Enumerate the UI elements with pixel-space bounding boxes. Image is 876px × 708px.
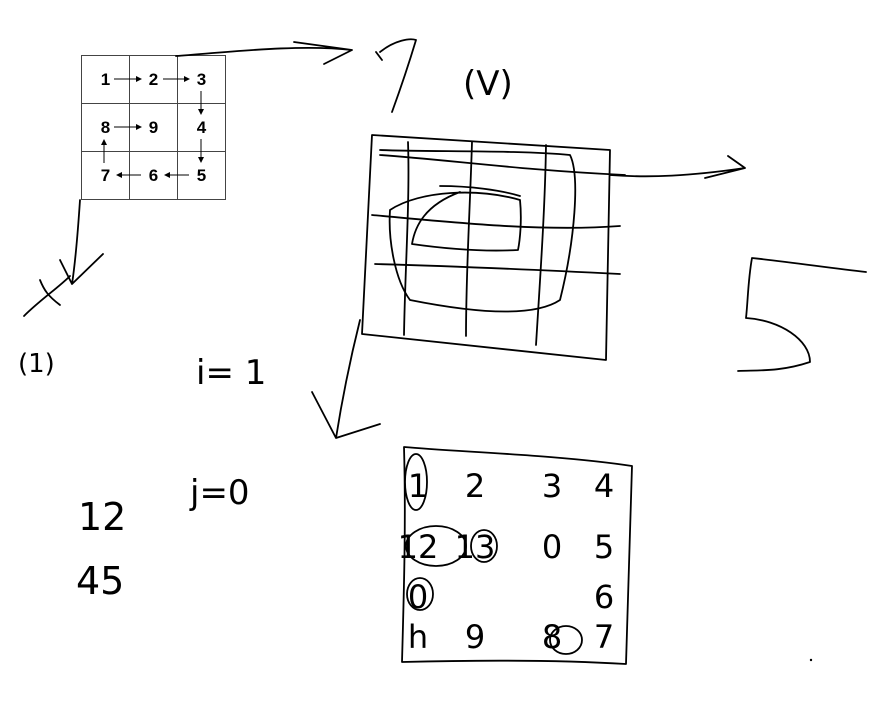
seven-stroke bbox=[375, 38, 417, 113]
number-grid-cell: 4 bbox=[594, 467, 614, 505]
number-grid-cell: 12 bbox=[398, 528, 439, 566]
d-label: (1) bbox=[18, 349, 55, 379]
number-grid-cell: 1 bbox=[408, 467, 428, 505]
n-label: (V) bbox=[463, 64, 513, 104]
five-stroke bbox=[737, 257, 867, 372]
arrow-right-stroke bbox=[175, 41, 353, 65]
i-equals: i= 1 bbox=[196, 353, 266, 393]
number-grid-frame bbox=[401, 446, 633, 665]
grid-cell: 7 bbox=[81, 151, 130, 200]
stack-number-bottom: 45 bbox=[76, 559, 124, 603]
number-grid-cell: h bbox=[408, 618, 428, 656]
number-grid-cell: 9 bbox=[465, 618, 485, 656]
number-grid-cell: 7 bbox=[594, 618, 614, 656]
x-mark bbox=[23, 275, 71, 317]
number-grid-cell: 5 bbox=[594, 528, 614, 566]
arrow-down bbox=[311, 319, 381, 439]
circle-marks bbox=[404, 453, 583, 655]
arrow-down-left bbox=[59, 199, 104, 285]
arrow-right-two bbox=[609, 155, 746, 179]
j-equals: j=0 bbox=[189, 473, 250, 513]
ink-dot bbox=[809, 658, 813, 662]
number-grid-cell: 2 bbox=[465, 467, 485, 505]
number-grid-cell: 0 bbox=[542, 528, 562, 566]
number-grid-cell: 8 bbox=[542, 618, 562, 656]
number-grid-cell: 6 bbox=[594, 578, 614, 616]
hand-spiral-grid bbox=[361, 134, 626, 361]
spiral-arrows bbox=[101, 76, 204, 178]
number-grid-cell: 3 bbox=[542, 467, 562, 505]
stack-number-top: 12 bbox=[78, 495, 126, 539]
